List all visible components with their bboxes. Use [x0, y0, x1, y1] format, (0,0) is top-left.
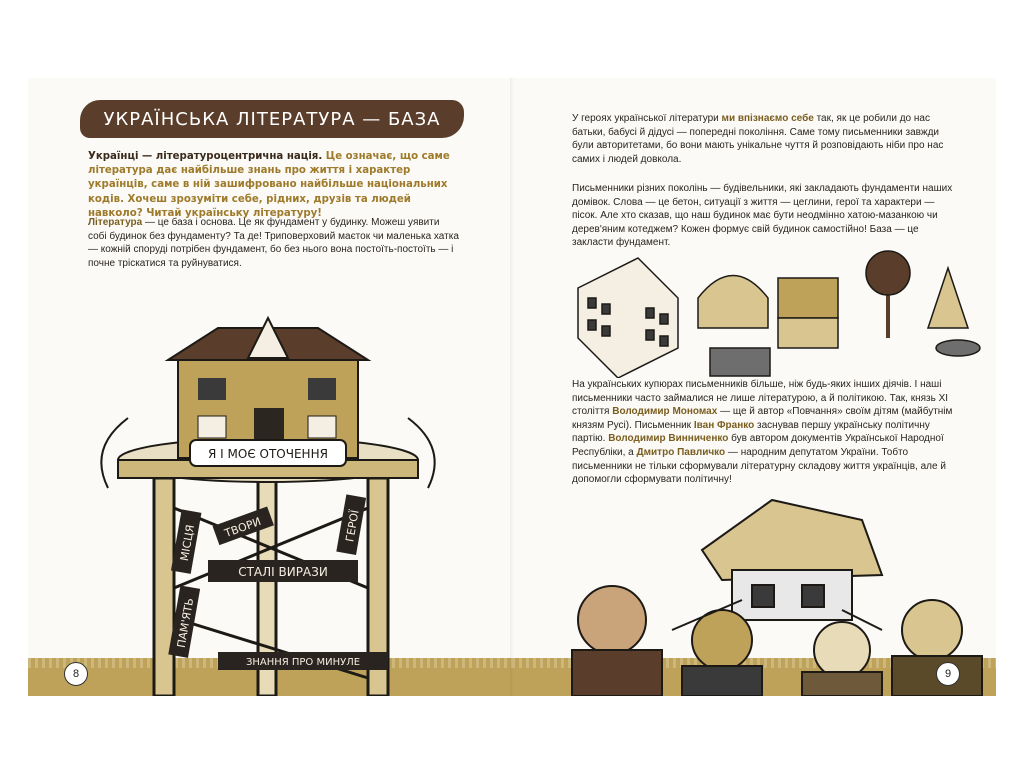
paragraph-text: — ще й автор «Повчання» своїм дітям (май…: [572, 406, 953, 431]
tower-label-heroes: ГЕРОЇ: [343, 508, 362, 543]
paragraph-heroes: У героях української літератури ми впізн…: [572, 112, 960, 166]
name-vynnychenko: Володимир Винниченко: [608, 433, 729, 445]
tower-label-knowledge: ЗНАННЯ ПРО МИНУЛЕ: [246, 657, 360, 668]
page-title-banner: УКРАЇНСЬКА ЛІТЕРАТУРА — БАЗА: [80, 100, 464, 138]
body-term: Література: [88, 217, 143, 228]
paragraph-text: У героях української літератури: [572, 113, 722, 124]
house-tower-illustration: Я І МОЄ ОТОЧЕННЯ МІСЦЯ ТВОРИ ГЕРОЇ СТАЛІ…: [100, 315, 436, 696]
houses-illustration: [577, 250, 981, 378]
lead-paragraph: Українці — літературоцентрична нація. Це…: [88, 150, 460, 221]
book-gutter: [510, 78, 514, 696]
tower-label-phrases: СТАЛІ ВИРАЗИ: [238, 565, 328, 579]
tower-label-places: МІСЦЯ: [178, 524, 197, 562]
body-text: — це база і основа. Це як фундамент у бу…: [88, 217, 459, 269]
page-title: УКРАЇНСЬКА ЛІТЕРАТУРА — БАЗА: [103, 108, 441, 130]
paragraph-text: — народним депутатом України. Тобто пись…: [572, 446, 946, 486]
tower-label-banner: Я І МОЄ ОТОЧЕННЯ: [208, 447, 328, 461]
name-pavlychko: Дмитро Павличко: [636, 446, 726, 458]
page-number-right: 9: [936, 662, 960, 686]
writers-lifting-house-illustration: [571, 498, 983, 696]
left-page: УКРАЇНСЬКА ЛІТЕРАТУРА — БАЗА Українці — …: [28, 78, 512, 696]
lead-text: Це означає, що саме література дає найбі…: [88, 151, 450, 219]
body-paragraph: Література — це база і основа. Це як фун…: [88, 216, 460, 270]
paragraph-builders: Письменники різних поколінь — будівельни…: [572, 183, 953, 249]
paragraph-text: був автором документів Української Народ…: [572, 433, 944, 458]
paragraph-text: заснував першу українську політичну парт…: [572, 419, 930, 445]
name-franko: Іван Франко: [693, 419, 755, 431]
highlight-recognize: ми впізнаємо себе: [721, 113, 814, 124]
lead-highlight: Українці — літературоцентрична нація.: [88, 151, 323, 162]
page-number-left: 8: [64, 662, 88, 686]
right-page: У героях української літератури ми впізн…: [512, 78, 996, 696]
paragraph-politics: На українських купюрах письменників біль…: [572, 378, 960, 487]
paragraph-text: так, як це робили до нас батьки, бабусі …: [572, 113, 944, 165]
paragraph-text: На українських купюрах письменників біль…: [572, 379, 949, 418]
name-monomakh: Володимир Мономах: [612, 406, 718, 418]
book-spread: УКРАЇНСЬКА ЛІТЕРАТУРА — БАЗА Українці — …: [28, 78, 996, 696]
